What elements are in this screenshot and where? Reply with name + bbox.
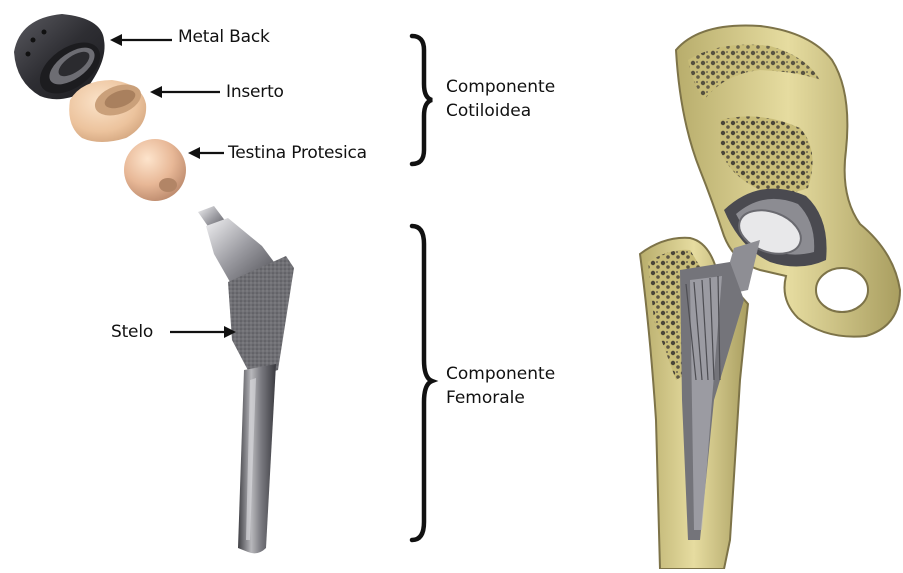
- arrow-inserto: [150, 86, 220, 98]
- label-metal-back: Metal Back: [178, 27, 270, 47]
- stelo-femoral-stem: [198, 206, 294, 553]
- label-inserto: Inserto: [226, 82, 284, 102]
- arrow-testina: [188, 147, 224, 159]
- label-stelo: Stelo: [111, 322, 153, 342]
- brace-femorale: [412, 226, 432, 540]
- implanted-hip-illustration: [640, 26, 900, 570]
- group-cotiloidea-line1: Componente: [446, 75, 555, 99]
- group-label-femorale: Componente Femorale: [446, 362, 555, 410]
- arrow-metal-back: [110, 34, 172, 46]
- group-femorale-line2: Femorale: [446, 386, 555, 410]
- label-testina-protesica: Testina Protesica: [228, 143, 367, 163]
- group-femorale-line1: Componente: [446, 362, 555, 386]
- arrow-stelo: [170, 326, 236, 338]
- group-cotiloidea-line2: Cotiloidea: [446, 99, 555, 123]
- group-label-cotiloidea: Componente Cotiloidea: [446, 75, 555, 123]
- testina-protesica-head: [124, 139, 186, 201]
- brace-cotiloidea: [412, 36, 432, 164]
